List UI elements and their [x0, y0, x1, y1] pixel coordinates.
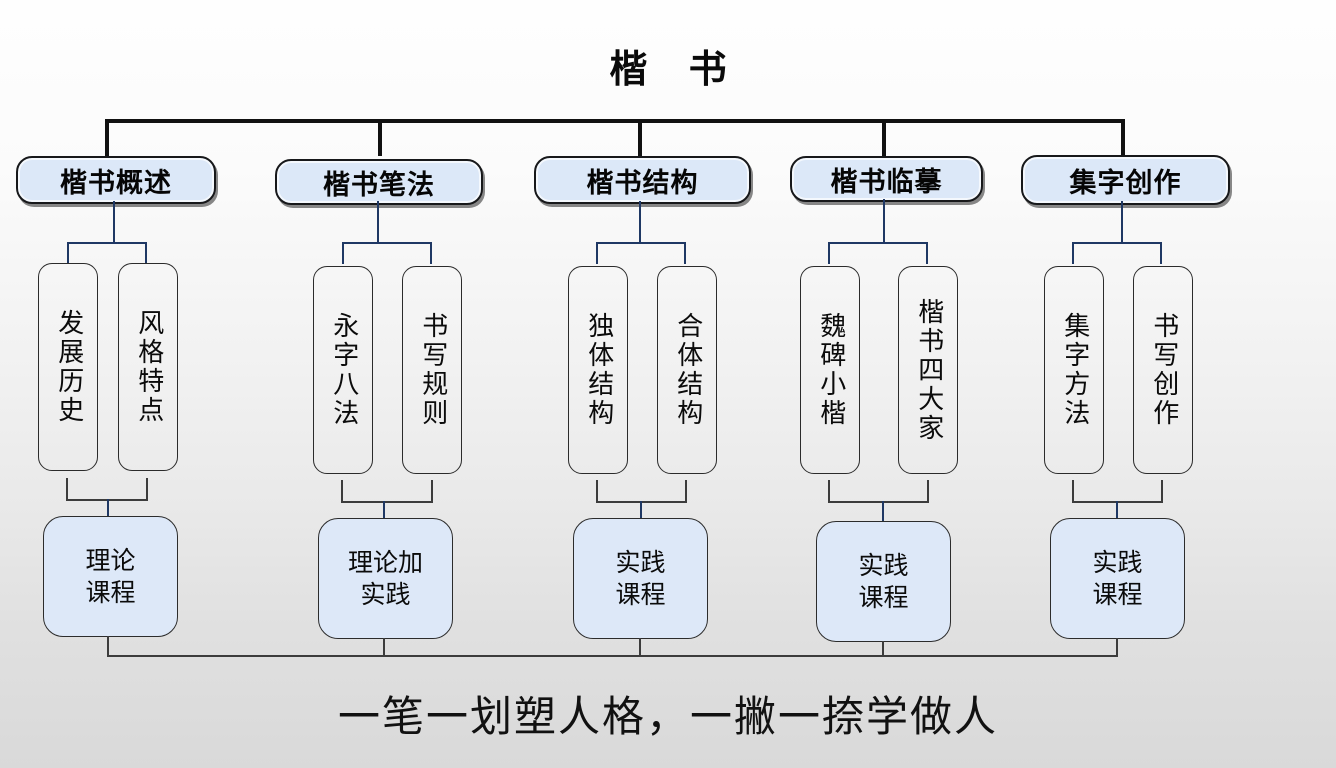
split-stem-4	[1121, 201, 1123, 243]
branch-heading-label: 楷书笔法	[323, 169, 435, 201]
branch-heading-label: 集字创作	[1069, 167, 1182, 199]
branch-heading-label: 楷书临摹	[830, 166, 943, 198]
merge-bar-3	[828, 501, 929, 503]
subtopic-label: 独体结构	[583, 312, 614, 428]
subtopic-label: 发展历史	[53, 309, 84, 425]
bottom-stem-2	[639, 638, 641, 656]
subtopic-0-0[interactable]: 发展历史	[38, 263, 98, 471]
split-drop-1a	[342, 242, 344, 264]
subtopic-4-1[interactable]: 书写创作	[1133, 266, 1193, 474]
split-bar-0	[67, 242, 147, 244]
merge-bar-1	[341, 501, 433, 503]
branch-heading-label: 楷书结构	[586, 167, 699, 199]
top-drop-2	[378, 119, 382, 156]
split-drop-0b	[145, 242, 147, 264]
subtopic-label: 永字八法	[328, 312, 359, 428]
course-label: 理论加实践	[347, 547, 423, 609]
page-title: 楷 书	[609, 47, 741, 91]
merge-stem-4b	[1161, 480, 1163, 502]
subtopic-label: 集字方法	[1059, 312, 1090, 428]
merge-stem-2b	[685, 480, 687, 502]
merge-stem-3a	[828, 480, 830, 502]
split-drop-4b	[1160, 242, 1162, 264]
subtopic-label: 风格特点	[133, 309, 164, 425]
merge-stem-1a	[341, 480, 343, 502]
subtopic-label: 楷书四大家	[913, 297, 944, 443]
branch-heading-1[interactable]: 楷书笔法	[275, 159, 483, 205]
merge-drop-1	[383, 501, 385, 520]
bottom-stem-1	[383, 638, 385, 656]
top-drop-4	[882, 119, 886, 156]
course-label: 实践课程	[858, 550, 909, 612]
split-bar-3	[828, 242, 928, 244]
top-drop-5	[1121, 119, 1125, 156]
merge-stem-4a	[1072, 480, 1074, 502]
course-label: 理论课程	[85, 545, 136, 607]
tagline: 一笔一划塑人格，一撇一捺学做人	[337, 692, 998, 741]
bottom-stem-4	[1116, 638, 1118, 656]
course-label: 实践课程	[615, 547, 666, 609]
merge-stem-0b	[146, 478, 148, 500]
course-box-1[interactable]: 理论加实践	[318, 518, 453, 639]
top-drop-1	[105, 119, 109, 156]
bottom-stem-3	[882, 641, 884, 656]
merge-stem-3b	[927, 480, 929, 502]
course-box-0[interactable]: 理论课程	[43, 516, 178, 637]
top-bus-horizontal	[105, 119, 1125, 123]
subtopic-2-0[interactable]: 独体结构	[568, 266, 628, 474]
split-stem-1	[377, 201, 379, 243]
split-drop-3b	[926, 242, 928, 264]
course-box-2[interactable]: 实践课程	[573, 518, 708, 639]
split-drop-4a	[1072, 242, 1074, 264]
split-drop-1b	[430, 242, 432, 264]
merge-stem-1b	[431, 480, 433, 502]
branch-heading-4[interactable]: 集字创作	[1021, 155, 1230, 205]
merge-stem-2a	[596, 480, 598, 502]
subtopic-2-1[interactable]: 合体结构	[657, 266, 717, 474]
subtopic-3-0[interactable]: 魏碑小楷	[800, 266, 860, 474]
subtopic-label: 合体结构	[672, 312, 703, 428]
branch-heading-label: 楷书概述	[60, 167, 172, 199]
subtopic-0-1[interactable]: 风格特点	[118, 263, 178, 471]
split-bar-1	[342, 242, 432, 244]
bottom-bus-horizontal	[107, 655, 1118, 657]
subtopic-label: 书写创作	[1148, 312, 1179, 428]
course-box-3[interactable]: 实践课程	[816, 521, 951, 642]
branch-heading-3[interactable]: 楷书临摹	[790, 156, 983, 202]
branch-heading-0[interactable]: 楷书概述	[16, 156, 216, 204]
split-drop-0a	[67, 242, 69, 264]
subtopic-4-0[interactable]: 集字方法	[1044, 266, 1104, 474]
course-label: 实践课程	[1092, 547, 1143, 609]
split-bar-2	[596, 242, 686, 244]
subtopic-label: 书写规则	[417, 312, 448, 428]
split-stem-3	[883, 199, 885, 243]
merge-drop-0	[107, 499, 109, 518]
top-drop-3	[638, 119, 642, 156]
course-box-4[interactable]: 实践课程	[1050, 518, 1185, 639]
subtopic-1-0[interactable]: 永字八法	[313, 266, 373, 474]
split-stem-0	[113, 201, 115, 243]
split-stem-2	[639, 201, 641, 243]
branch-heading-2[interactable]: 楷书结构	[534, 156, 751, 204]
bottom-stem-0	[107, 636, 109, 656]
merge-drop-2	[640, 501, 642, 520]
split-bar-4	[1072, 242, 1162, 244]
merge-drop-3	[882, 501, 884, 523]
split-drop-2a	[596, 242, 598, 264]
subtopic-1-1[interactable]: 书写规则	[402, 266, 462, 474]
split-drop-2b	[684, 242, 686, 264]
subtopic-3-1[interactable]: 楷书四大家	[898, 266, 958, 474]
subtopic-label: 魏碑小楷	[815, 312, 846, 428]
merge-stem-0a	[66, 478, 68, 500]
merge-drop-4	[1116, 501, 1118, 520]
split-drop-3a	[828, 242, 830, 264]
